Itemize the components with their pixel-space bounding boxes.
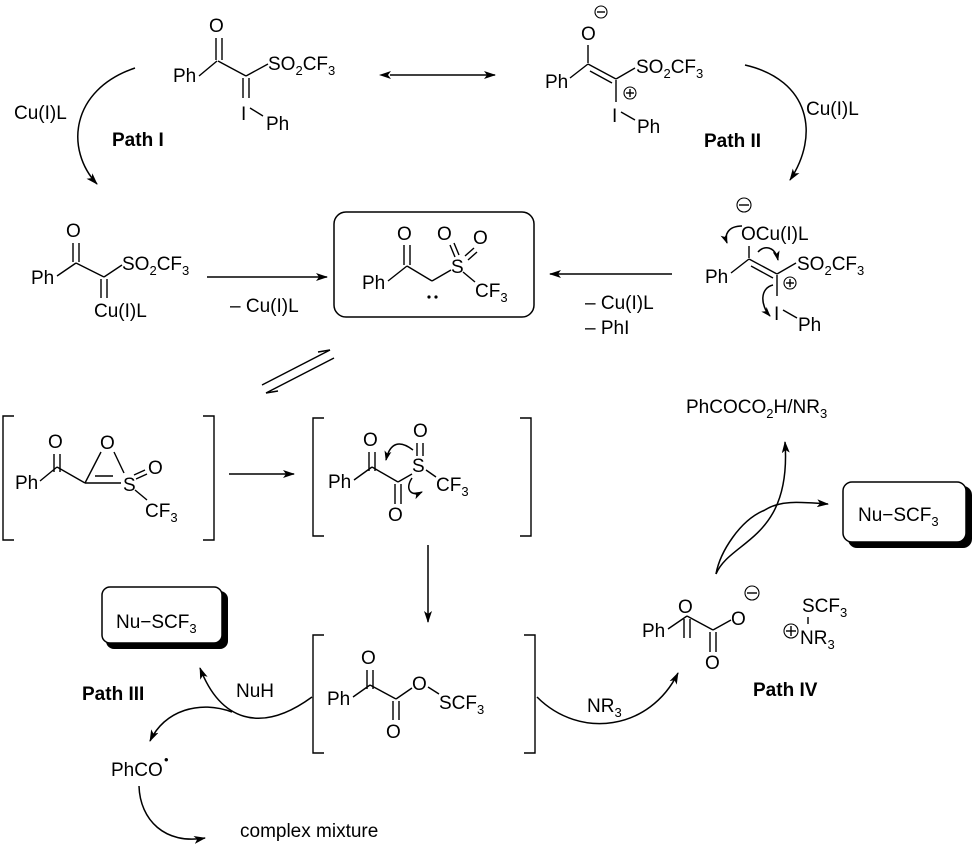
atom-s: S	[412, 456, 425, 477]
electron-push-arrow	[384, 443, 414, 461]
atom-o: O	[412, 674, 427, 695]
group-so2cf3: SO2CF3	[636, 57, 703, 81]
atom-o: O	[386, 722, 401, 743]
atom-o: O	[705, 653, 720, 674]
electron-push-arrow	[761, 284, 774, 317]
label-path4: Path IV	[753, 680, 818, 701]
product-nu-scf3: Nu−SCF3	[858, 505, 939, 529]
atom-ph: Ph	[798, 315, 821, 336]
atom-o: O	[731, 609, 746, 630]
product-box-nu-scf3-right: Nu−SCF3	[842, 481, 972, 548]
product-phco-radical: PhCO	[111, 760, 163, 781]
iodonium-ylide-neutral: Ph O I Ph SO2CF3	[173, 16, 335, 135]
radical-dot: •	[164, 752, 169, 767]
product-box-nu-scf3-left: Nu−SCF3	[101, 586, 228, 649]
atom-o: O	[397, 224, 412, 245]
reagent-nuh: NuH	[236, 681, 274, 702]
atom-ocu: OCu(I)L	[741, 224, 809, 245]
equilibrium-arrow	[261, 349, 335, 394]
copper-enolate-intermediate: OCu(I)L Ph SO2CF3 I Ph	[705, 197, 864, 336]
atom-ph: Ph	[545, 72, 568, 93]
atom-s: S	[123, 475, 136, 496]
atom-o: O	[473, 228, 488, 249]
product-phcoco2h-nr3: PhCOCO2H/NR3	[686, 397, 827, 421]
lone-pair-dot	[434, 295, 438, 299]
path3-arrow-to-nu-scf3	[199, 667, 313, 719]
carbene-box: O Ph S O O CF3	[333, 211, 535, 318]
atom-o: O	[363, 430, 378, 451]
atom-o: O	[413, 421, 428, 442]
group-scf3: SCF3	[802, 596, 847, 620]
group-cf3: CF3	[475, 281, 508, 305]
atom-o: O	[100, 433, 115, 454]
arrow-stem	[715, 509, 766, 575]
reagent-nr3: NR3	[587, 696, 622, 720]
trifluoromethylthio-ester-intermediate: O Ph O O SCF3	[312, 634, 536, 754]
atom-i: I	[612, 106, 617, 127]
arrow-to-complex-mixture	[138, 785, 206, 844]
lone-pair-dot	[427, 295, 431, 299]
label-path1: Path I	[112, 130, 164, 151]
atom-ph: Ph	[362, 273, 385, 294]
atom-i: I	[774, 304, 779, 325]
atom-o: O	[48, 432, 63, 453]
atom-s: S	[451, 257, 464, 278]
arrow-to-phcoco2h	[715, 441, 790, 575]
group-nr3: NR3	[800, 628, 835, 652]
path3-arrow-to-phco	[149, 706, 233, 742]
atom-ph: Ph	[173, 66, 196, 87]
atom-o: O	[388, 505, 403, 526]
electron-push-arrow	[408, 477, 423, 500]
atom-ph: Ph	[266, 114, 289, 135]
group-scf3: SCF3	[439, 693, 484, 717]
phenylglyoxylate-ammonium-pair: O Ph O O SCF3 NR3	[642, 585, 847, 674]
product-nu-scf3: Nu−SCF3	[116, 612, 197, 636]
atom-o: O	[361, 648, 376, 669]
rearrangement-intermediate: O Ph O S O CF3	[312, 417, 532, 537]
atom-o: O	[209, 16, 224, 37]
atom-o: O	[678, 597, 693, 618]
product-complex-mixture: complex mixture	[240, 821, 378, 842]
electron-push-arrow	[720, 225, 743, 244]
byproduct-minus-cu-left: – Cu(I)L	[230, 296, 299, 317]
atom-ph: Ph	[31, 268, 54, 289]
atom-o: O	[437, 224, 452, 245]
group-so2cf3: SO2CF3	[797, 254, 864, 278]
byproduct-minus-cu-right: – Cu(I)L	[585, 293, 654, 314]
label-path3: Path III	[82, 684, 144, 705]
atom-i: I	[241, 104, 246, 125]
path4-arrow	[536, 672, 679, 725]
atom-o: O	[66, 221, 81, 242]
atom-o: O	[581, 24, 596, 45]
reagent-cu-path2: Cu(I)L	[806, 99, 859, 120]
path1-arrow	[77, 67, 136, 185]
group-so2cf3: SO2CF3	[122, 254, 189, 278]
byproduct-minus-phi: – PhI	[585, 318, 629, 339]
reagent-cu-path1: Cu(I)L	[14, 103, 67, 124]
group-so2cf3: SO2CF3	[268, 54, 335, 78]
atom-ph: Ph	[327, 689, 350, 710]
atom-ph: Ph	[642, 621, 665, 642]
vinyl-copper-intermediate: O Ph SO2CF3 Cu(I)L	[31, 221, 189, 322]
group-cf3: CF3	[145, 501, 178, 525]
atom-ph: Ph	[328, 472, 351, 493]
atom-cu: Cu(I)L	[94, 301, 147, 322]
atom-ph: Ph	[637, 117, 660, 138]
atom-ph: Ph	[705, 267, 728, 288]
oxathiirene-intermediate: O Ph O S O CF3	[2, 415, 215, 541]
atom-o: O	[148, 458, 163, 479]
path2-arrow	[744, 64, 807, 181]
group-cf3: CF3	[436, 475, 469, 499]
label-path2: Path II	[704, 131, 761, 152]
arrow-to-nu-scf3-right	[764, 499, 829, 511]
atom-ph: Ph	[15, 473, 38, 494]
iodonium-ylide-zwitterion: O Ph SO2CF3 I Ph	[545, 5, 703, 138]
electron-push-arrow	[757, 247, 780, 261]
